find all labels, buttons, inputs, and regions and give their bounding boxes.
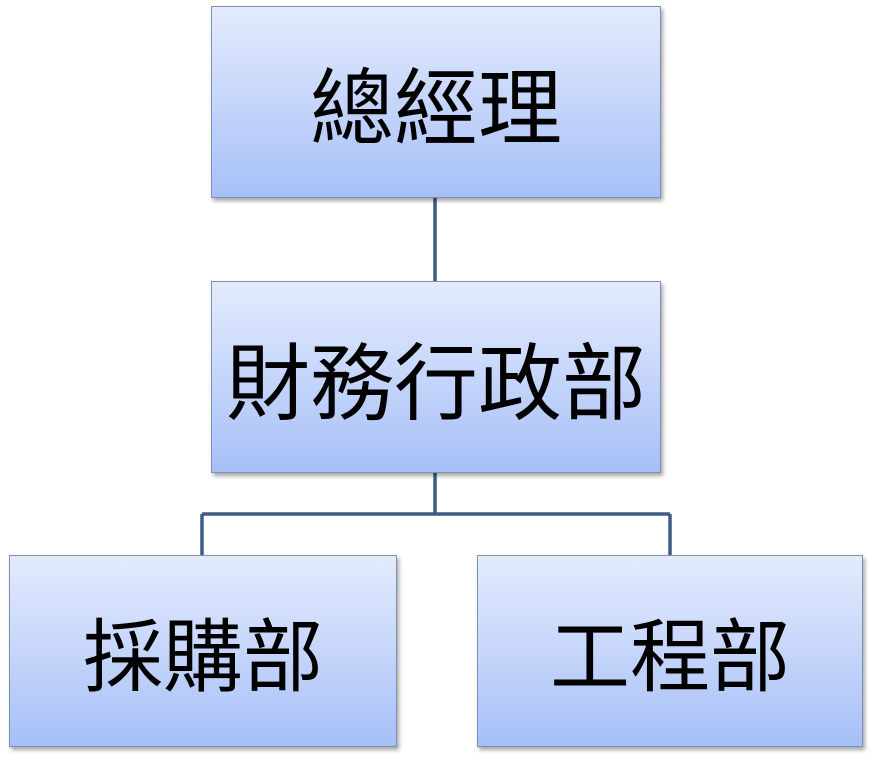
node-purchasing-dept: 採購部 bbox=[9, 555, 397, 747]
node-finance-admin-dept: 財務行政部 bbox=[211, 281, 661, 473]
node-engineering-dept-label: 工程部 bbox=[550, 611, 790, 704]
node-finance-admin-dept-label: 財務行政部 bbox=[225, 334, 646, 433]
node-engineering-dept: 工程部 bbox=[477, 555, 863, 747]
node-general-manager-label: 總經理 bbox=[309, 59, 562, 158]
node-general-manager: 總經理 bbox=[211, 6, 661, 198]
node-purchasing-dept-label: 採購部 bbox=[83, 611, 323, 704]
